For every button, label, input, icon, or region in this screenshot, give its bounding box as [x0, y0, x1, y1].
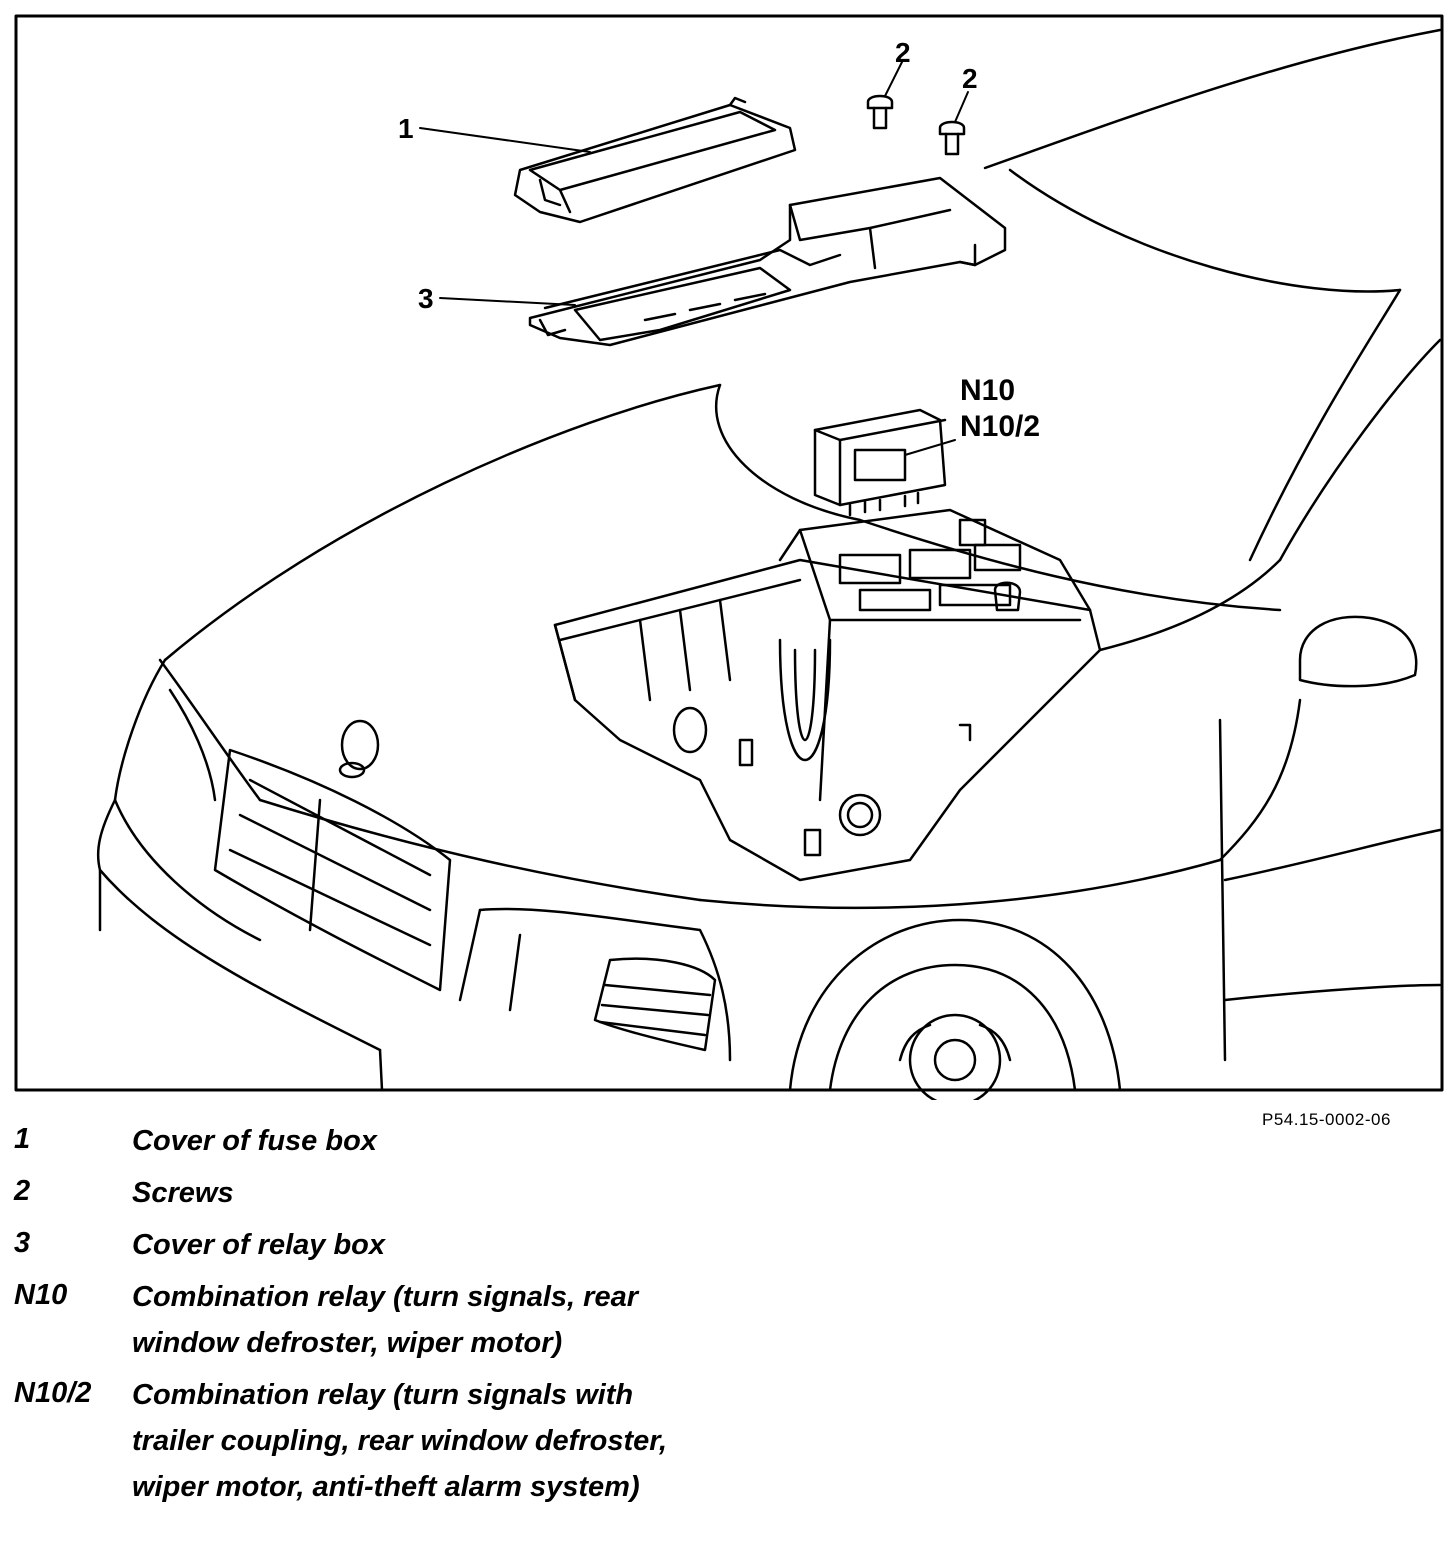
relay-box-tray [553, 508, 1102, 882]
legend-item: 1 Cover of fuse box [14, 1118, 774, 1164]
callout-2-right: 2 [962, 63, 978, 94]
legend-item: 3 Cover of relay box [14, 1222, 774, 1268]
legend-text: Screws [132, 1177, 234, 1209]
callout-3: 3 [418, 283, 434, 314]
legend: 1 Cover of fuse box 2 Screws 3 Cover of … [14, 1118, 774, 1516]
legend-item: N10/2 Combination relay (turn signals wi… [14, 1372, 774, 1510]
legend-item: 2 Screws [14, 1170, 774, 1216]
legend-key: 2 [14, 1175, 31, 1207]
legend-text: Cover of fuse box [132, 1125, 377, 1157]
legend-text: Combination relay (turn signals with tra… [132, 1379, 667, 1503]
legend-text: Combination relay (turn signals, rear wi… [132, 1281, 638, 1359]
legend-item: N10 Combination relay (turn signals, rea… [14, 1274, 774, 1366]
legend-key: 1 [14, 1123, 31, 1155]
callout-2-left: 2 [895, 37, 911, 68]
legend-key: N10 [14, 1279, 68, 1311]
callout-1: 1 [398, 113, 414, 144]
callout-n10-2: N10/2 [960, 410, 1040, 443]
callout-n10: N10 [960, 374, 1015, 407]
exploded-diagram: 1 2 2 3 N10 N10/2 [14, 14, 1444, 1100]
car-body-drawing [96, 28, 1442, 1100]
combination-relay [813, 408, 947, 517]
screw-right [938, 120, 966, 156]
relay-box-cover [528, 176, 1007, 347]
legend-text: Cover of relay box [132, 1229, 386, 1261]
figure-reference-code: P54.15-0002-06 [1262, 1110, 1391, 1129]
legend-key: N10/2 [14, 1377, 92, 1409]
figure-frame [14, 14, 1444, 1092]
fuse-box-cover [513, 96, 797, 224]
screw-left [866, 94, 894, 130]
leader-lines [419, 61, 969, 456]
legend-key: 3 [14, 1227, 31, 1259]
